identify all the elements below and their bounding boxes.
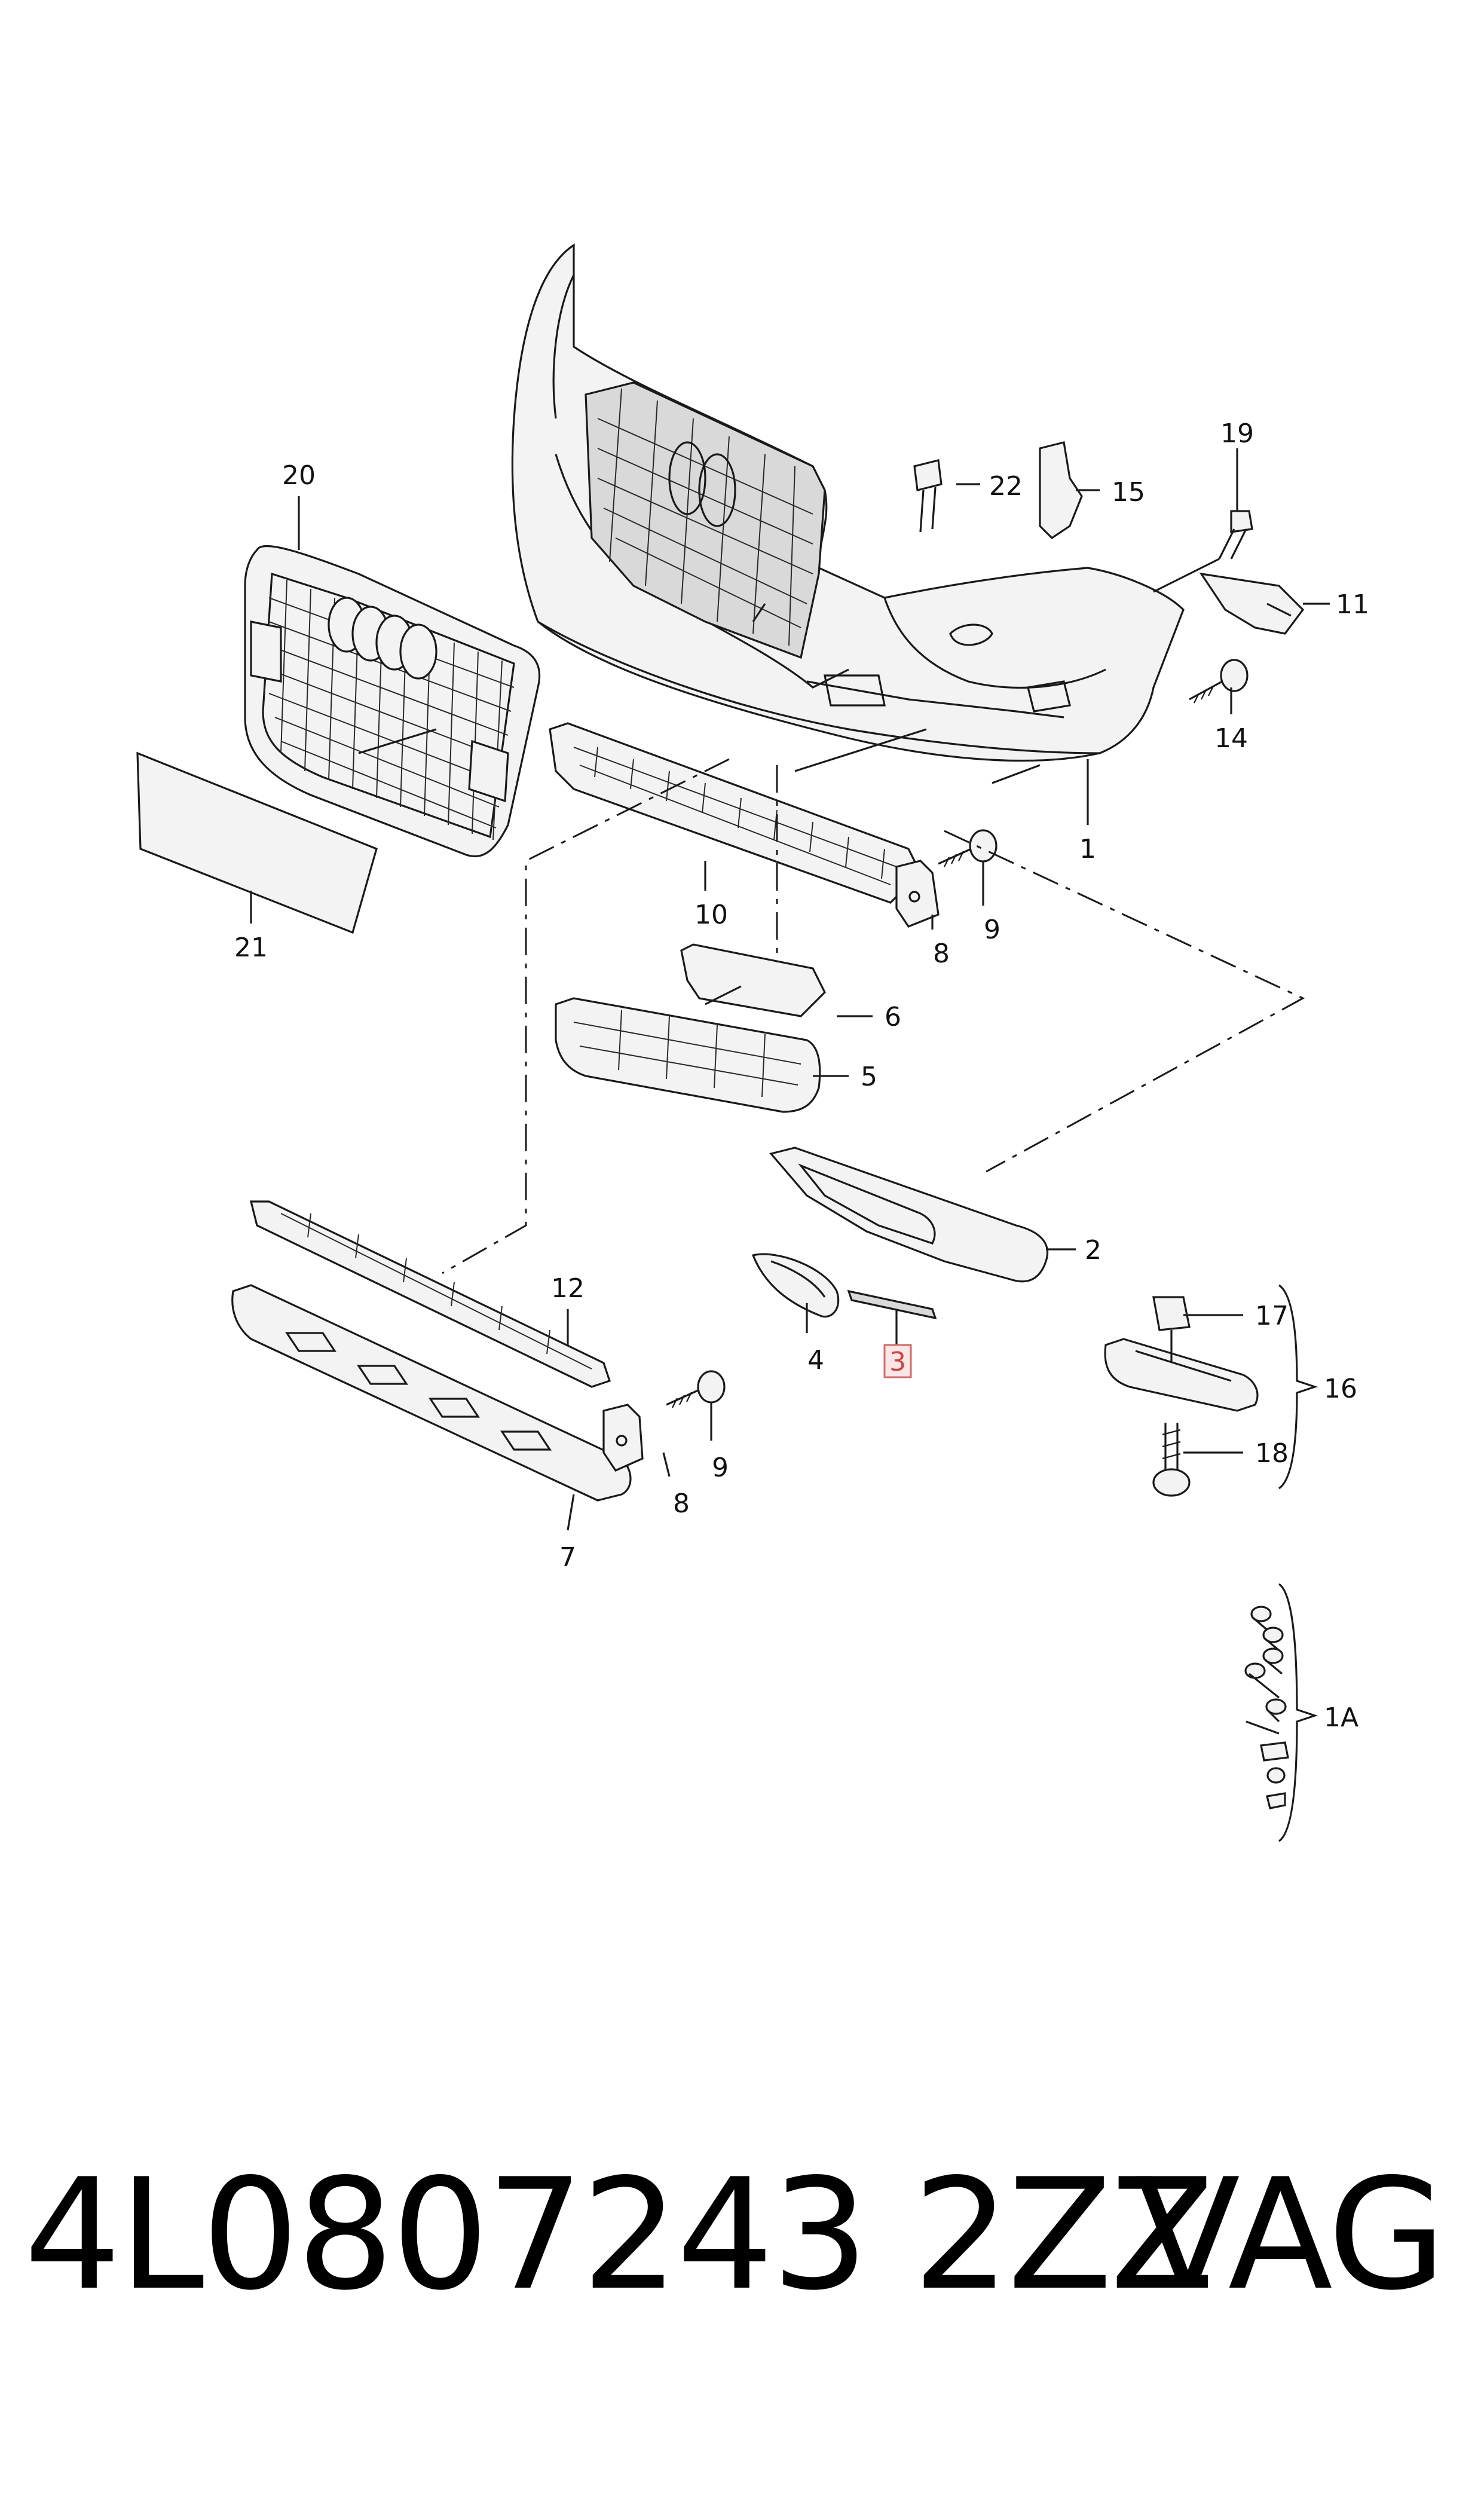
callout-9-upper: 9 bbox=[984, 915, 1000, 945]
callout-12: 12 bbox=[551, 1273, 585, 1304]
callout-8-lower: 8 bbox=[673, 1488, 690, 1519]
assembly-lines bbox=[442, 758, 1305, 1274]
spoiler-7-part bbox=[231, 1284, 632, 1502]
callout-17: 17 bbox=[1255, 1301, 1289, 1331]
trim-11-part bbox=[1199, 572, 1305, 635]
callout-18: 18 bbox=[1255, 1438, 1289, 1469]
bumper-cover-part bbox=[511, 243, 1185, 762]
screw-14-part bbox=[1189, 659, 1249, 704]
bumper-lower-bar-part bbox=[549, 722, 922, 904]
radiator-grille-part bbox=[244, 545, 541, 858]
bracket-16-part bbox=[1104, 1338, 1259, 1412]
callout-10: 10 bbox=[694, 900, 728, 930]
lower-grille-5-part bbox=[555, 997, 821, 1113]
grille-12-part bbox=[249, 1200, 611, 1388]
fog-light-ring-4-part bbox=[751, 1253, 840, 1318]
callout-16: 16 bbox=[1324, 1374, 1357, 1404]
callout-7: 7 bbox=[559, 1542, 576, 1573]
hardware-set-1A-part bbox=[1244, 1606, 1289, 1809]
callout-1: 1 bbox=[1079, 834, 1096, 864]
leader-lines bbox=[250, 448, 1330, 1842]
bracket-8-lower-part bbox=[602, 1404, 644, 1472]
bracket-6-part bbox=[680, 943, 826, 1017]
callout-20: 20 bbox=[282, 460, 316, 491]
callout-11: 11 bbox=[1336, 589, 1369, 620]
chrome-strip-3-part bbox=[847, 1289, 937, 1320]
callout-3-highlight bbox=[883, 1344, 912, 1378]
callout-22: 22 bbox=[989, 471, 1023, 502]
callout-labels: 1 19 15 22 11 14 20 21 10 8 9 6 5 2 12 4… bbox=[234, 418, 1369, 1733]
callout-15: 15 bbox=[1112, 477, 1145, 508]
license-plate-holder-part bbox=[136, 751, 378, 934]
screw-18-part bbox=[1152, 1423, 1191, 1497]
callout-21: 21 bbox=[234, 933, 268, 963]
bracket-15-part bbox=[1039, 441, 1083, 540]
callout-8-upper: 8 bbox=[933, 938, 950, 969]
pin-19-part bbox=[1218, 510, 1253, 560]
callout-14: 14 bbox=[1214, 723, 1248, 754]
callout-3: 3 bbox=[889, 1347, 906, 1377]
screw-9-upper-part bbox=[938, 829, 998, 867]
bolt-22-part bbox=[913, 459, 943, 533]
callout-1A: 1A bbox=[1324, 1702, 1358, 1733]
fog-light-grille-2-part bbox=[769, 1147, 1049, 1283]
callout-4: 4 bbox=[807, 1345, 824, 1375]
callout-6: 6 bbox=[885, 1002, 901, 1032]
screw-9-lower-part bbox=[666, 1370, 726, 1408]
callout-5: 5 bbox=[861, 1062, 877, 1092]
callout-2: 2 bbox=[1085, 1235, 1101, 1265]
callout-19: 19 bbox=[1220, 418, 1254, 449]
brand-text: VAG bbox=[1136, 2146, 1446, 2324]
footer: 4L0807243 2ZZ VAG bbox=[24, 2146, 1458, 2325]
part-number-text: 4L0807243 2ZZ bbox=[24, 2146, 1215, 2324]
callout-9-lower: 9 bbox=[712, 1453, 729, 1483]
clip-17-part bbox=[1152, 1296, 1191, 1363]
